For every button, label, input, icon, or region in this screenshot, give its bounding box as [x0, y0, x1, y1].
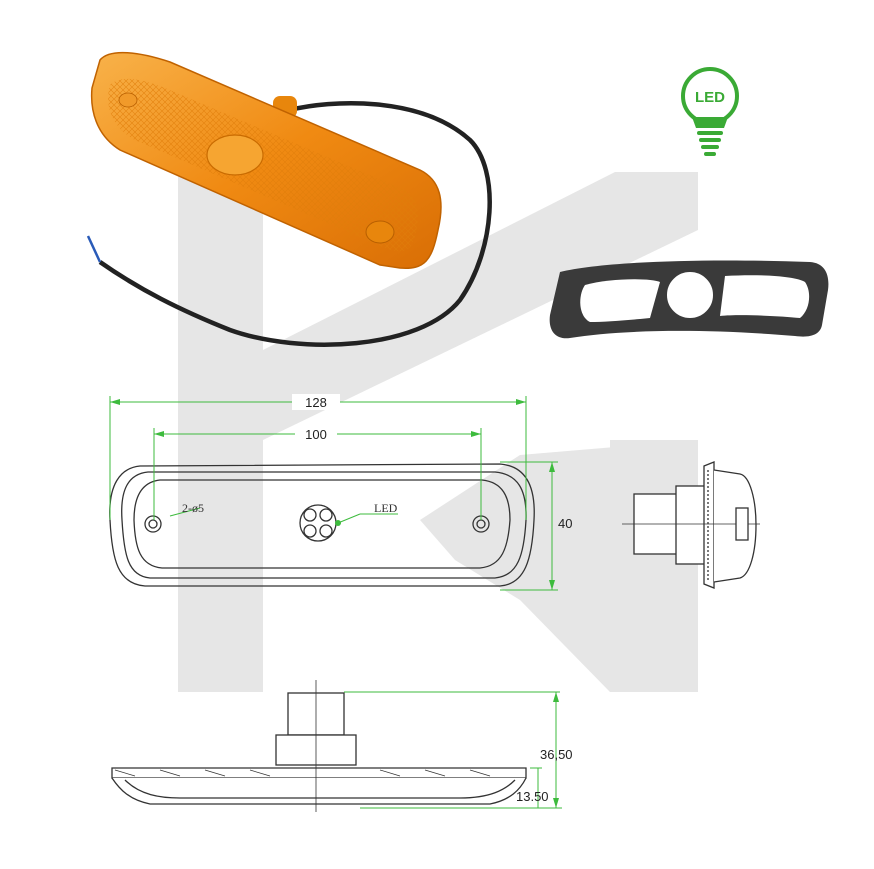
dim-led-label: LED	[374, 501, 398, 515]
lamp-screw-right	[365, 220, 395, 244]
lamp-screw-left	[118, 92, 138, 108]
led-bulb-icon: LED	[681, 67, 739, 156]
led-badge-text: LED	[695, 89, 725, 106]
dim-hole-spec: 2-ø5	[182, 501, 204, 515]
side-view	[622, 461, 760, 589]
dim-body-depth: 13.50	[516, 789, 549, 804]
gasket	[549, 260, 829, 339]
bottom-view	[111, 680, 527, 812]
dim-total-depth: 36,50	[540, 747, 573, 762]
dim-hole-spacing: 100	[305, 427, 327, 442]
lamp-photo	[86, 51, 492, 347]
bottom-dimension-lines	[344, 691, 562, 809]
cable	[98, 101, 492, 347]
lamp-lens	[108, 78, 418, 252]
dim-height: 40	[558, 516, 572, 531]
mount-hole-left	[144, 515, 162, 533]
dim-overall-length: 128	[305, 395, 327, 410]
watermark-logo	[178, 172, 698, 692]
cable-wire	[86, 235, 102, 263]
lamp-led-dome	[206, 134, 264, 176]
